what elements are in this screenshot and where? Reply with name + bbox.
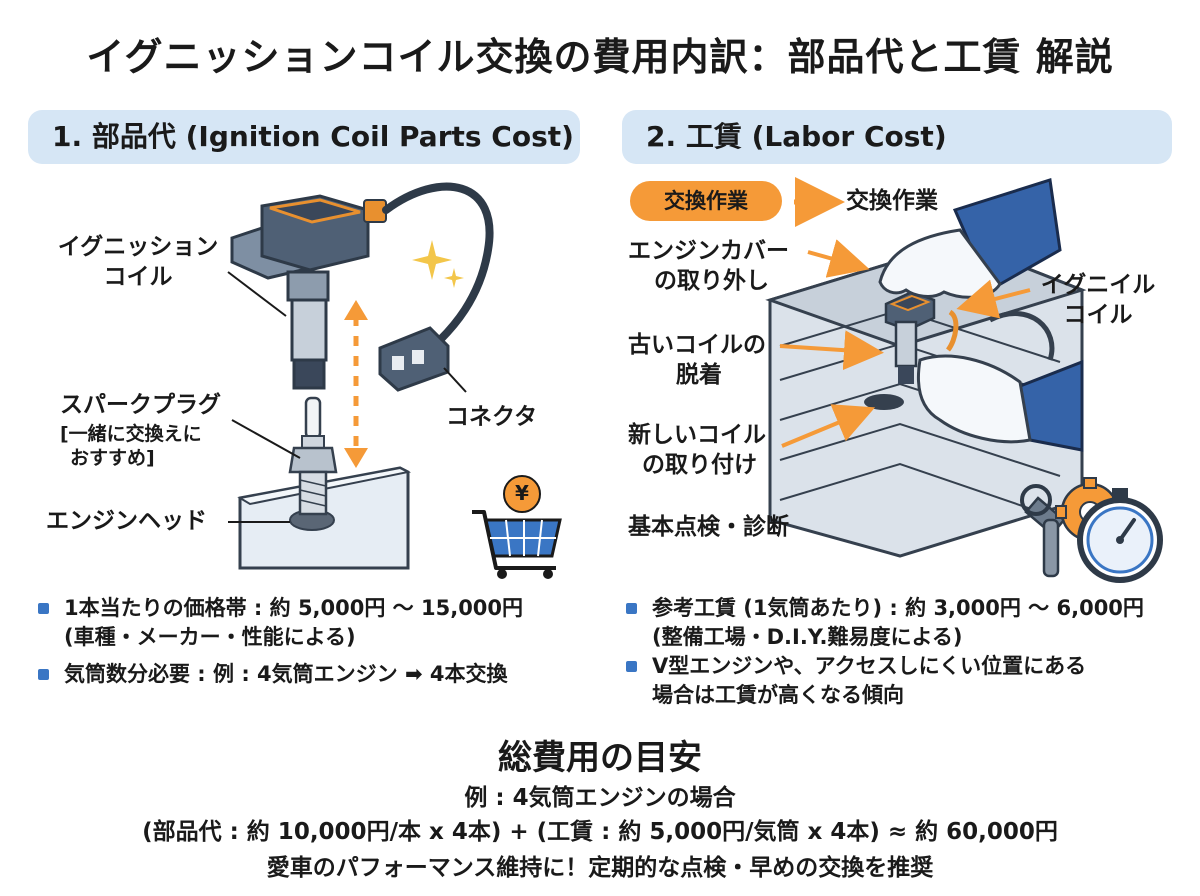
page-title: イグニッションコイル交換の費用内訳：部品代と工賃 解説 xyxy=(86,35,1114,79)
coil-cable xyxy=(382,182,494,344)
label-new-coil: 新しいコイルの取り付け xyxy=(628,422,766,479)
bullet-icon xyxy=(38,669,49,680)
sparkle-icon xyxy=(412,240,452,280)
work-badge: 交換作業 xyxy=(630,181,782,221)
ignition-coil-illustration xyxy=(230,194,387,390)
down-arrow-icon xyxy=(344,448,368,468)
label-engine-head: エンジンヘッド xyxy=(46,508,207,534)
parts-bullet-1: 1本当たりの価格帯 : 約 5,000円 〜 15,000円 (車種・メーカー・… xyxy=(38,594,598,652)
bullet-icon xyxy=(38,603,49,614)
label-spark-plug-note: [一緒に交換えにおすすめ] xyxy=(60,423,202,470)
total-example: 例 : 4気筒エンジンの場合 xyxy=(464,785,736,811)
label-connector: コネクタ xyxy=(446,404,538,430)
yen-icon: ¥ xyxy=(515,481,529,505)
total-formula: (部品代 : 約 10,000円/本 x 4本) + (工賃 : 約 5,000… xyxy=(142,819,1058,845)
up-arrow-icon xyxy=(344,300,368,320)
parts-bullet-2: 気筒数分必要 : 例 : 4気筒エンジン ➡ 4本交換 xyxy=(38,660,598,689)
stopwatch-icon xyxy=(1077,488,1163,583)
label-ignition-coil-right: イグニイルコイル xyxy=(1040,272,1156,329)
bullet-icon xyxy=(626,661,637,672)
connector-illustration xyxy=(378,326,450,392)
label-inspection: 基本点検・診断 xyxy=(628,514,789,540)
work-badge-next: 交換作業 xyxy=(846,188,938,214)
total-cost-title: 総費用の目安 xyxy=(498,738,702,778)
spark-plug-illustration xyxy=(288,396,338,516)
shopping-cart-icon xyxy=(472,475,562,579)
label-cover-removal: エンジンカバーの取り外し xyxy=(628,238,789,295)
gloved-hand-lower xyxy=(916,354,1084,452)
labor-cost-header: 2. 工賃 (Labor Cost) xyxy=(622,110,1172,164)
labor-bullet-2: V型エンジンや、アクセスしにくい位置にある 場合は工賃が高くなる傾向 xyxy=(626,652,1192,710)
bullet-icon xyxy=(626,603,637,614)
label-spark-plug: スパークプラグ xyxy=(60,392,221,418)
parts-cost-header: 1. 部品代 (Ignition Coil Parts Cost) xyxy=(28,110,580,164)
total-slogan: 愛車のパフォーマンス維持に！定期的な点検・早めの交換を推奨 xyxy=(266,855,934,881)
labor-bullet-1: 参考工賃 (1気筒あたり) : 約 3,000円 〜 6,000円 (整備工場・… xyxy=(626,594,1192,652)
label-old-coil: 古いコイルの脱着 xyxy=(628,332,766,389)
coil-in-hand-illustration xyxy=(884,290,959,384)
label-ignition-coil: イグニッションコイル xyxy=(57,234,219,291)
